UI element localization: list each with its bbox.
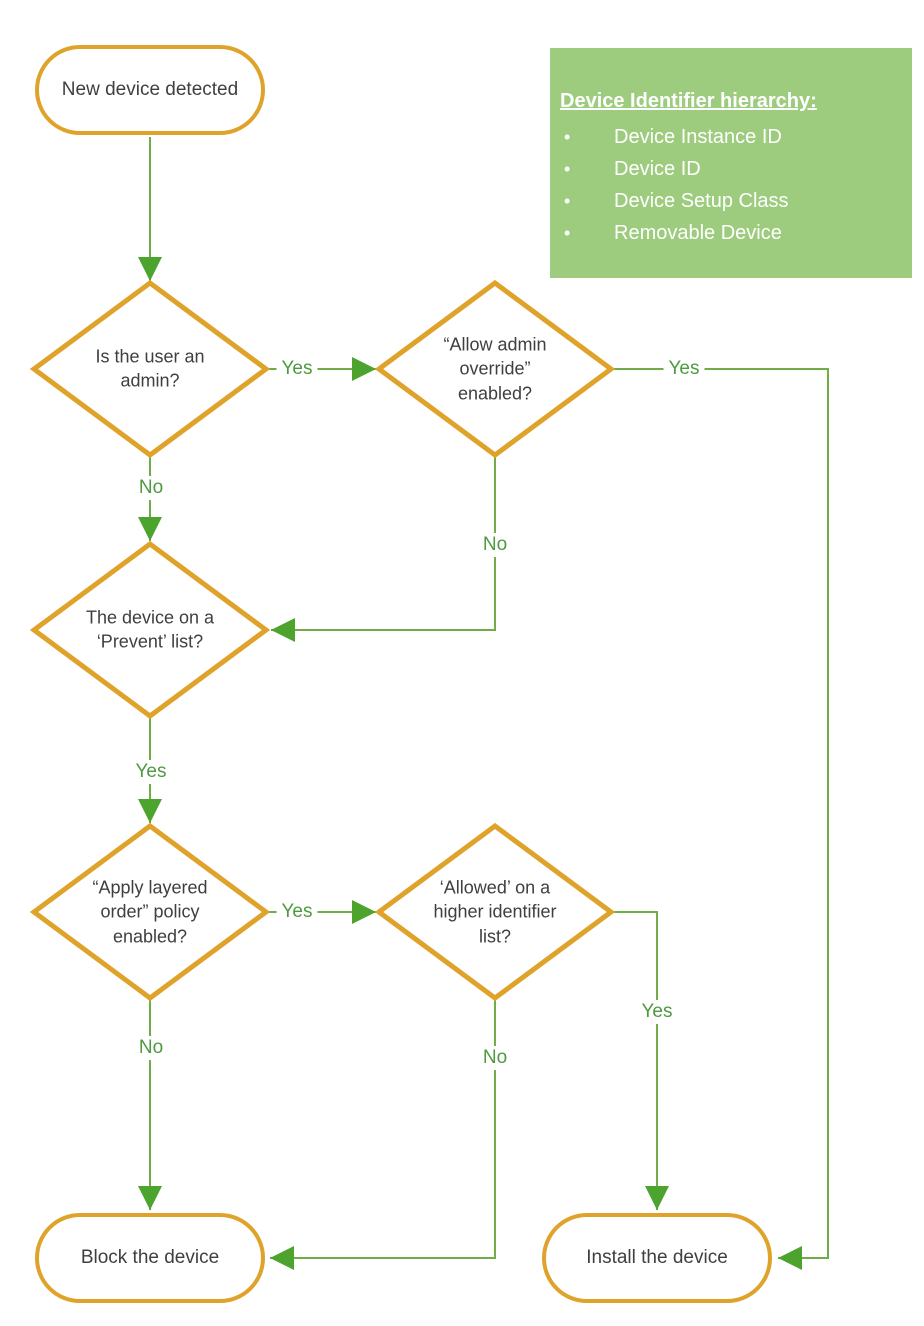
edge-label-prevent-layered-yes: Yes	[130, 760, 172, 784]
decision-admin-shape	[29, 279, 271, 459]
start-node: New device detected	[35, 45, 265, 135]
edge-label-admin-prevent-no: No	[133, 476, 169, 500]
decision-admin-label: Is the user an admin?	[95, 346, 205, 391]
block-device-node: Block the device	[35, 1213, 265, 1303]
legend-item-label: Device ID	[614, 158, 701, 180]
decision-override-shape	[374, 279, 616, 459]
edge-label-override-install-yes: Yes	[663, 357, 705, 381]
decision-layered-shape	[29, 822, 271, 1002]
decision-layered-label: “Apply layered order” policy enabled?	[92, 877, 208, 947]
legend-list: Device Instance ID Device ID Device Setu…	[550, 121, 912, 249]
legend-title: Device Identifier hierarchy:	[560, 90, 817, 112]
bullet-icon	[564, 217, 614, 249]
bullet-icon	[564, 185, 614, 217]
edge-label-higher-install-yes: Yes	[636, 1000, 678, 1024]
decision-higher-label: ‘Allowed’ on a higher identifier list?	[433, 877, 557, 947]
edge-override-install	[613, 368, 829, 1270]
decision-prevent-label: The device on a ‘Prevent’ list?	[85, 607, 215, 652]
bullet-icon	[564, 121, 614, 153]
legend-item: Device ID	[564, 153, 912, 185]
edge-label-admin-override-yes: Yes	[276, 357, 318, 381]
install-device-label: Install the device	[586, 1247, 728, 1268]
legend-item: Device Setup Class	[564, 185, 912, 217]
install-device-node: Install the device	[542, 1213, 772, 1303]
edge-label-override-prevent-no: No	[477, 533, 513, 557]
legend-item-label: Device Setup Class	[614, 190, 789, 212]
block-device-label: Block the device	[80, 1247, 220, 1268]
edge-label-layered-higher-yes: Yes	[276, 900, 318, 924]
edge-higher-install	[613, 911, 669, 1210]
legend-item-label: Removable Device	[614, 222, 782, 244]
decision-higher-shape	[374, 822, 616, 1002]
legend-item: Device Instance ID	[564, 121, 912, 153]
legend-item: Removable Device	[564, 217, 912, 249]
start-node-label: New device detected	[61, 79, 239, 100]
edge-higher-block	[270, 1000, 496, 1270]
edge-override-prevent	[271, 457, 496, 642]
legend-item-label: Device Instance ID	[614, 126, 782, 148]
device-identifier-hierarchy-legend: Device Identifier hierarchy: Device Inst…	[550, 48, 912, 278]
decision-prevent-shape	[29, 540, 271, 720]
edge-label-higher-block-no: No	[477, 1046, 513, 1070]
bullet-icon	[564, 153, 614, 185]
edge-label-layered-block-no: No	[133, 1036, 169, 1060]
decision-override-label: “Allow admin override” enabled?	[443, 334, 547, 404]
